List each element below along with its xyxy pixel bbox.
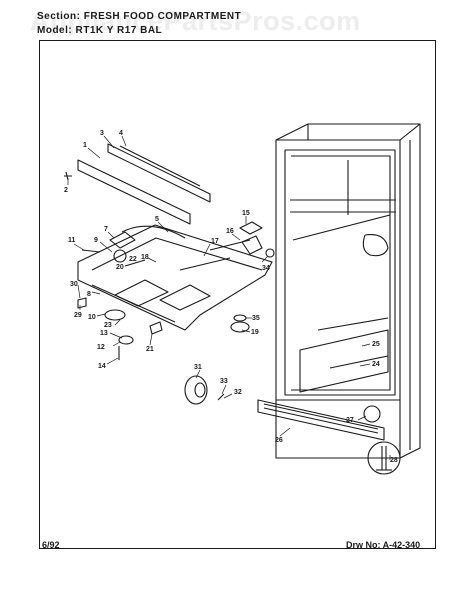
callout-17: 17 [211, 238, 219, 245]
callout-35: 35 [252, 315, 260, 322]
callout-29: 29 [74, 312, 82, 319]
callout-27: 27 [346, 417, 354, 424]
callout-30: 30 [70, 281, 78, 288]
callout-13: 13 [100, 330, 108, 337]
base-grille-drawing [257, 399, 385, 441]
callout-labels: 1 2 3 4 5 7 8 9 10 11 12 13 14 15 16 17 … [64, 130, 398, 464]
section-title: FRESH FOOD COMPARTMENT [83, 11, 242, 22]
light-socket-drawing [239, 221, 275, 258]
model-text: RT1K Y R17 BAL [75, 25, 163, 36]
thermostat-drawing [109, 225, 186, 267]
watermark: AppliancePartsPros.com [30, 6, 361, 36]
callout-23: 23 [104, 322, 112, 329]
callout-5: 5 [155, 216, 159, 223]
section-heading: Section: FRESH FOOD COMPARTMENT [37, 11, 241, 22]
drawing-frame [39, 40, 436, 549]
callout-10: 10 [88, 314, 96, 321]
callout-32: 32 [234, 389, 242, 396]
callout-4: 4 [119, 130, 123, 137]
callout-12: 12 [97, 344, 105, 351]
callout-31: 31 [194, 364, 202, 371]
leveling-leg-drawing [363, 405, 401, 475]
callout-9: 9 [94, 237, 98, 244]
cabinet-drawing [275, 123, 421, 459]
control-cover-drawing [77, 224, 273, 331]
callout-19: 19 [251, 329, 259, 336]
callout-15: 15 [242, 210, 250, 217]
callout-8: 8 [87, 291, 91, 298]
callout-3: 3 [100, 130, 104, 137]
callout-25: 25 [372, 341, 380, 348]
callout-28: 28 [390, 457, 398, 464]
light-shield-drawing [64, 143, 211, 225]
footer-drawing-number: Drw No: A-42-340 [346, 540, 421, 550]
callout-18: 18 [141, 254, 149, 261]
callout-16: 16 [226, 228, 234, 235]
callout-34: 34 [262, 265, 270, 272]
callout-24: 24 [372, 361, 380, 368]
callout-2: 2 [64, 187, 68, 194]
model-heading: Model: RT1K Y R17 BAL [37, 25, 162, 36]
footer-date: 6/92 [42, 540, 60, 550]
model-prefix: Model: [37, 25, 73, 36]
roller-drawing [184, 375, 225, 405]
section-prefix: Section: [37, 11, 81, 22]
callout-21: 21 [146, 346, 154, 353]
callout-22: 22 [129, 256, 137, 263]
callout-14: 14 [98, 363, 106, 370]
small-parts-drawing [77, 249, 250, 360]
leader-lines [67, 135, 391, 460]
callout-20: 20 [116, 264, 124, 271]
callout-33: 33 [220, 378, 228, 385]
callout-7: 7 [104, 226, 108, 233]
callout-26: 26 [275, 437, 283, 444]
callout-11: 11 [68, 237, 76, 244]
callout-1: 1 [83, 142, 87, 149]
